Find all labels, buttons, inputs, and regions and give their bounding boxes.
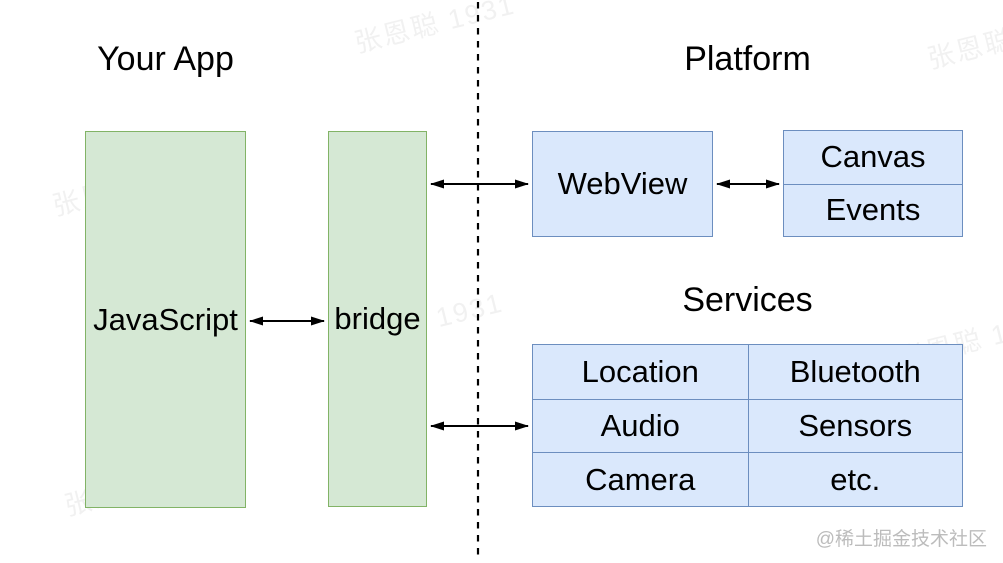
services-table: Location Bluetooth Audio Sensors Camera … (532, 344, 963, 507)
javascript-label: JavaScript (93, 301, 238, 337)
canvas-cell: Canvas (784, 131, 962, 184)
canvas-label: Canvas (820, 139, 926, 175)
location-label: Location (581, 353, 699, 389)
webview-box: WebView (532, 131, 713, 237)
etc-label: etc. (830, 461, 881, 497)
audio-label: Audio (600, 407, 680, 443)
watermark: 张恩聪 1931 (351, 0, 519, 59)
bridge-box: bridge (328, 131, 427, 507)
bluetooth-label: Bluetooth (789, 353, 921, 389)
your-app-title: Your App (97, 40, 234, 78)
camera-label: Camera (585, 461, 696, 497)
services-title: Services (682, 281, 813, 319)
services-cell-sensors: Sensors (747, 398, 962, 453)
events-label: Events (825, 192, 921, 228)
canvas-events-box: Canvas Events (783, 130, 963, 237)
webview-label: WebView (557, 166, 688, 201)
services-cell-bluetooth: Bluetooth (747, 345, 963, 399)
sensors-label: Sensors (798, 407, 913, 443)
platform-title: Platform (684, 40, 811, 78)
services-cell-audio: Audio (533, 398, 748, 453)
events-cell: Events (784, 183, 962, 237)
services-cell-location: Location (533, 345, 748, 399)
services-cell-camera: Camera (533, 452, 748, 506)
bridge-label: bridge (334, 301, 421, 336)
attribution-text: @稀土掘金技术社区 (815, 529, 987, 550)
javascript-box: JavaScript (85, 131, 246, 508)
services-cell-etc: etc. (747, 452, 962, 506)
